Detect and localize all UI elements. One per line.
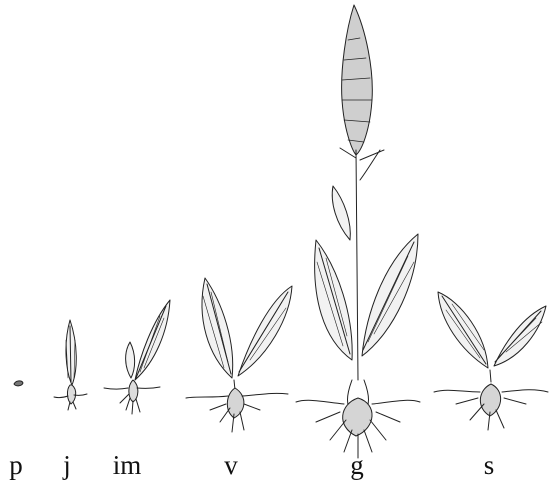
plant-v xyxy=(186,278,292,432)
plant-g xyxy=(296,5,420,458)
plant-p xyxy=(14,381,23,386)
plant-s xyxy=(434,292,548,430)
stage-label-im: im xyxy=(113,452,142,479)
plant-j xyxy=(54,320,87,410)
stage-label-p: p xyxy=(9,452,23,479)
stage-label-j: j xyxy=(63,452,71,479)
stage-label-g: g xyxy=(350,452,364,479)
plant-im xyxy=(104,300,170,414)
stage-label-v: v xyxy=(224,452,238,479)
stage-label-s: s xyxy=(484,452,495,479)
